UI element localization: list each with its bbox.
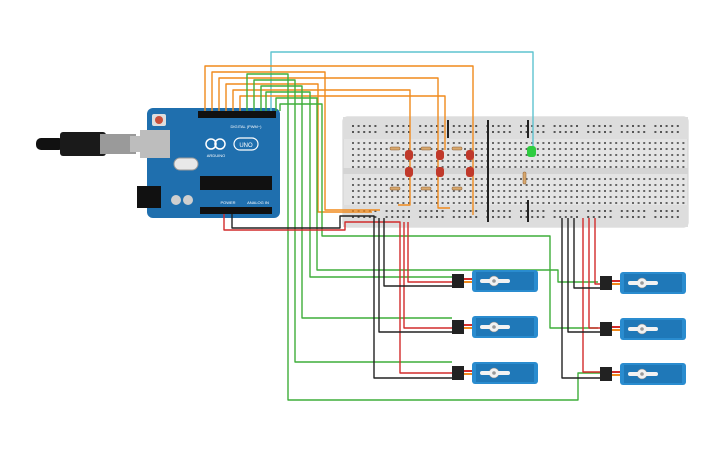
brand-text: ARDUINO [207,153,225,158]
power-analog-header [200,207,272,214]
wire-red [588,218,600,329]
wire-black [383,218,452,287]
wire-black [567,218,600,333]
wire-black [378,218,452,333]
wire-green [265,91,452,278]
resistor [420,186,432,191]
servo-5[interactable] [600,318,686,340]
resistor [451,186,463,191]
wire-red [582,218,600,373]
breadboard[interactable] [342,116,689,228]
digital-label: DIGITAL (PWM~) [231,124,263,129]
wire-orange [225,83,372,213]
servo-6[interactable] [600,363,686,385]
servo-4[interactable] [600,272,686,294]
servo-2[interactable] [452,316,538,338]
wire-orange [239,95,446,150]
wire-orange [218,77,450,209]
wire-green [246,73,600,401]
arduino-uno-board[interactable]: UNO ARDUINO DIGITAL (PWM~) POWER ANALOG … [137,108,280,218]
breadboard-holes [352,125,685,218]
wire-black [561,218,600,379]
led-red [405,167,413,177]
power-label: POWER [220,200,235,205]
servo-3[interactable] [452,362,538,384]
led-green [527,146,536,157]
servo-1[interactable] [452,270,538,292]
resistor [451,146,463,151]
wire-orange [204,65,474,215]
digital-header [198,111,276,118]
wire-red [403,222,452,329]
wire-cyan [270,51,534,148]
wire-green [279,103,598,329]
arduino-logo [205,137,259,151]
wire-orange [211,71,380,211]
wire-red [594,218,600,285]
led-array [405,146,536,177]
servo-group [452,270,686,385]
wires [204,51,600,401]
wire-red [223,214,452,374]
wire-black [231,214,452,379]
led-red [405,150,413,160]
wire-orange [232,89,411,206]
wire-red [407,222,452,283]
power-jack [137,186,161,208]
microcontroller-chip [200,176,272,190]
resistor [389,186,401,191]
resistor [522,171,527,185]
wire-green [253,79,452,363]
resistor [420,146,432,151]
analog-label: ANALOG IN [247,200,269,205]
led-red [466,150,474,160]
wire-green [275,97,598,283]
led-red [466,167,474,177]
wire-green [260,85,452,319]
usb-cable [36,132,148,156]
usb-port [140,130,170,158]
model-text: UNO [239,143,253,149]
resistor [389,146,401,151]
wire-black [573,218,600,289]
led-red [436,150,444,160]
led-red [436,167,444,177]
resistors [389,146,527,191]
